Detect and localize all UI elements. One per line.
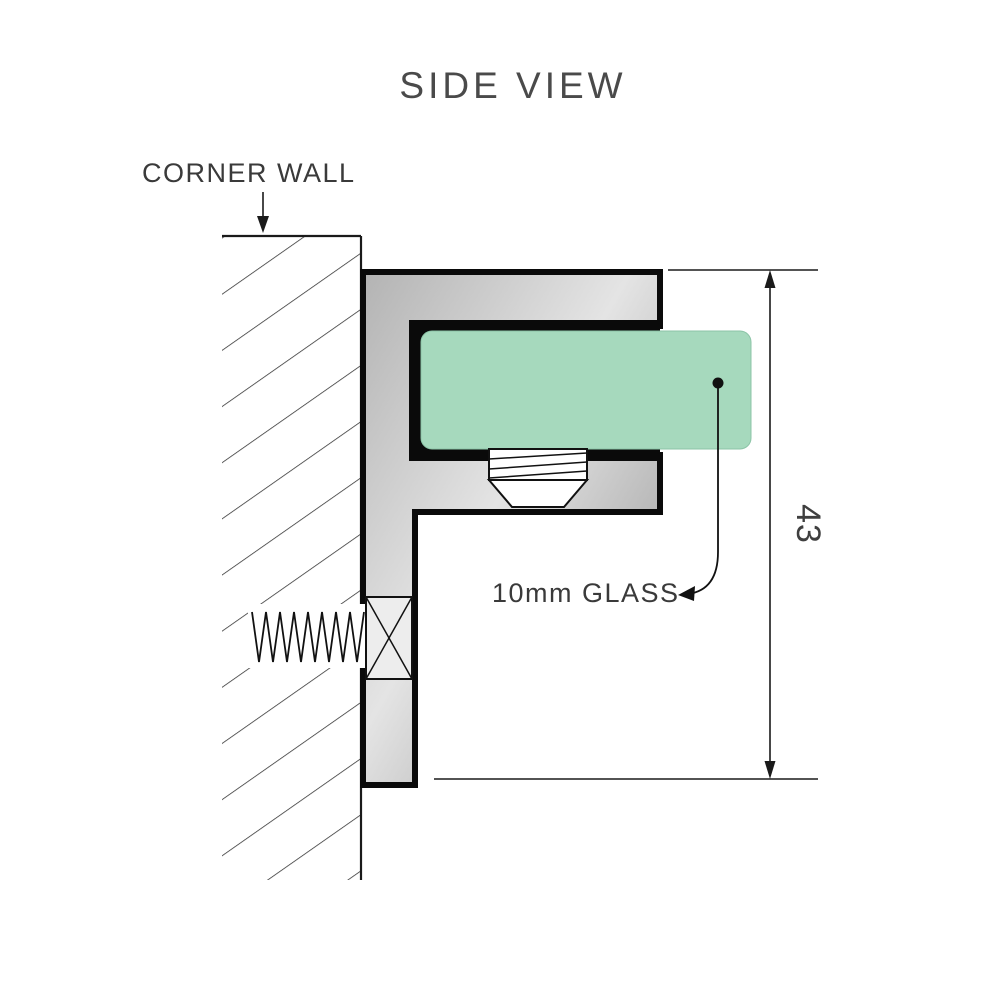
dimension-arrow-top <box>764 270 776 288</box>
corner-wall-label: CORNER WALL <box>142 158 356 188</box>
corner-wall-arrow <box>257 192 269 233</box>
fixing-screw <box>248 596 413 680</box>
dimension-arrow-bottom <box>764 761 776 779</box>
grub-screw <box>486 448 590 508</box>
glass-label: 10mm GLASS <box>492 578 680 608</box>
leader-arrowhead <box>678 586 695 601</box>
dimension-43: 43 <box>434 269 827 780</box>
glass-leader-line <box>678 377 724 601</box>
diagram-title: SIDE VIEW <box>399 65 626 106</box>
screw-thread-zigzag <box>251 611 365 663</box>
glass-panel <box>420 330 752 450</box>
dimension-value: 43 <box>789 504 827 544</box>
wall-hatching <box>222 234 363 880</box>
